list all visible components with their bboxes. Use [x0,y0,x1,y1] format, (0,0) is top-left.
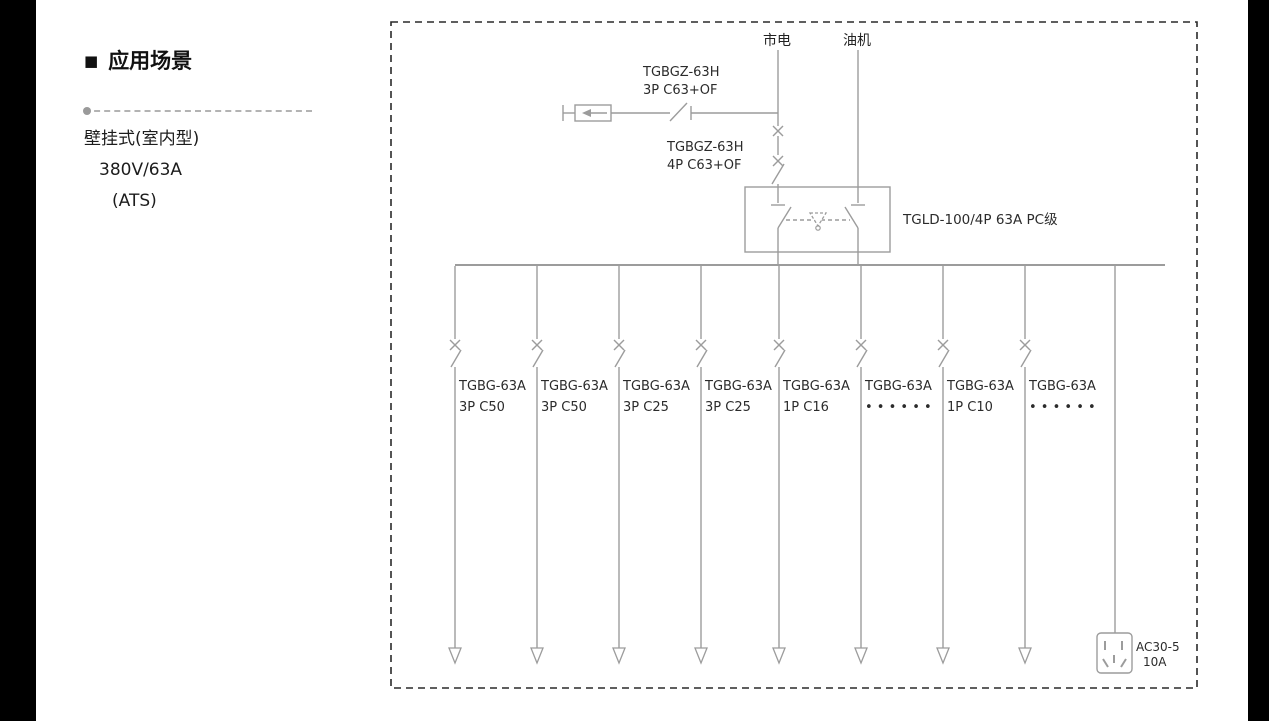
mains-incoming [771,50,785,187]
feeder-spec-label: 3P C50 [541,400,587,415]
feeder-3: TGBG-63A 3P C25 [612,266,690,665]
main-breaker-model-label: TGBGZ-63H [666,140,743,155]
feeder-2: TGBG-63A 3P C50 [530,266,608,665]
feeder-spec-label: • • • • • • [1029,400,1096,415]
feeder-model-label: TGBG-63A [540,379,608,394]
metering-branch [562,102,778,122]
feeder-5: TGBG-63A 1P C16 [772,266,850,665]
load-arrow-icon [936,647,950,665]
spec-line-rating: 380V/63A [99,160,183,180]
socket-rating-label: 10A [1143,655,1167,669]
feeder-model-label: TGBG-63A [782,379,850,394]
breaker-icon [613,339,626,368]
ats-actuator-triangle-icon [808,212,828,228]
feeder-spec-label: 3P C25 [623,400,669,415]
feeder-model-label: TGBG-63A [864,379,932,394]
divider-dot-icon [83,107,91,115]
load-arrow-icon [448,647,462,665]
application-scenario-panel: ■ 应用场景 壁挂式(室内型) 380V/63A (ATS) [83,48,334,212]
meter-box-icon [574,104,612,122]
breaker-icon [773,339,786,368]
load-arrow-icon [530,647,544,665]
feeder-model-label: TGBG-63A [946,379,1014,394]
feeder-model-label: TGBG-63A [1028,379,1096,394]
feeder-model-label: TGBG-63A [622,379,690,394]
ats-left-blade-icon [777,206,792,229]
feeder-spec-label: • • • • • • [865,400,932,415]
feeder-6: TGBG-63A • • • • • • [854,266,932,665]
main-breaker-icon [771,155,785,185]
breaker-icon [449,339,462,368]
load-arrow-icon [1018,647,1032,665]
dashed-divider [83,107,312,115]
breaker-icon [855,339,868,368]
branch-breaker-spec-label: 3P C63+OF [643,83,717,98]
load-arrow-icon [772,647,786,665]
branch-breaker-icon [669,102,692,122]
section-title: ■ 应用场景 [84,48,334,74]
socket-outlet-icon [1096,632,1133,674]
breaker-icon [937,339,950,368]
feeder-8: TGBG-63A • • • • • • [1018,266,1096,665]
feeder-model-label: TGBG-63A [458,379,526,394]
breaker-icon [695,339,708,368]
load-arrow-icon [694,647,708,665]
square-bullet-icon: ■ [84,52,99,70]
diagram-dashed-border [390,21,1198,689]
branch-breaker-model-label: TGBGZ-63H [642,65,719,80]
breaker-icon [1019,339,1032,368]
mains-source-label: 市电 [763,32,791,49]
ats-box [744,186,891,253]
ats-label: TGLD-100/4P 63A PC级 [902,212,1058,228]
feeder-7: TGBG-63A 1P C10 [936,266,1014,665]
feeder-spec-label: 1P C10 [947,400,993,415]
spec-line-mounting: 壁挂式(室内型) [84,129,200,149]
ats-right-blade-icon [844,206,859,229]
load-arrow-icon [612,647,626,665]
feeder-model-label: TGBG-63A [704,379,772,394]
feeder-4: TGBG-63A 3P C25 [694,266,772,665]
left-edge-bar [0,0,36,721]
load-arrow-icon [854,647,868,665]
feeder-1: TGBG-63A 3P C50 [448,266,526,665]
generator-source-label: 油机 [843,33,871,49]
socket-model-label: AC30-5 [1136,640,1180,654]
ats-actuator-pivot-icon [815,225,821,231]
main-breaker-spec-label: 4P C63+OF [667,158,741,173]
section-title-text: 应用场景 [108,49,193,73]
socket-branch: AC30-5 10A [1096,266,1180,674]
breaker-icon [531,339,544,368]
feeder-spec-label: 3P C25 [705,400,751,415]
spec-line-type: (ATS) [112,191,157,211]
right-edge-bar [1248,0,1269,721]
ats-switch [744,186,891,265]
feeder-spec-label: 3P C50 [459,400,505,415]
breaker-contact-icon [772,125,784,137]
feeder-spec-label: 1P C16 [783,400,829,415]
